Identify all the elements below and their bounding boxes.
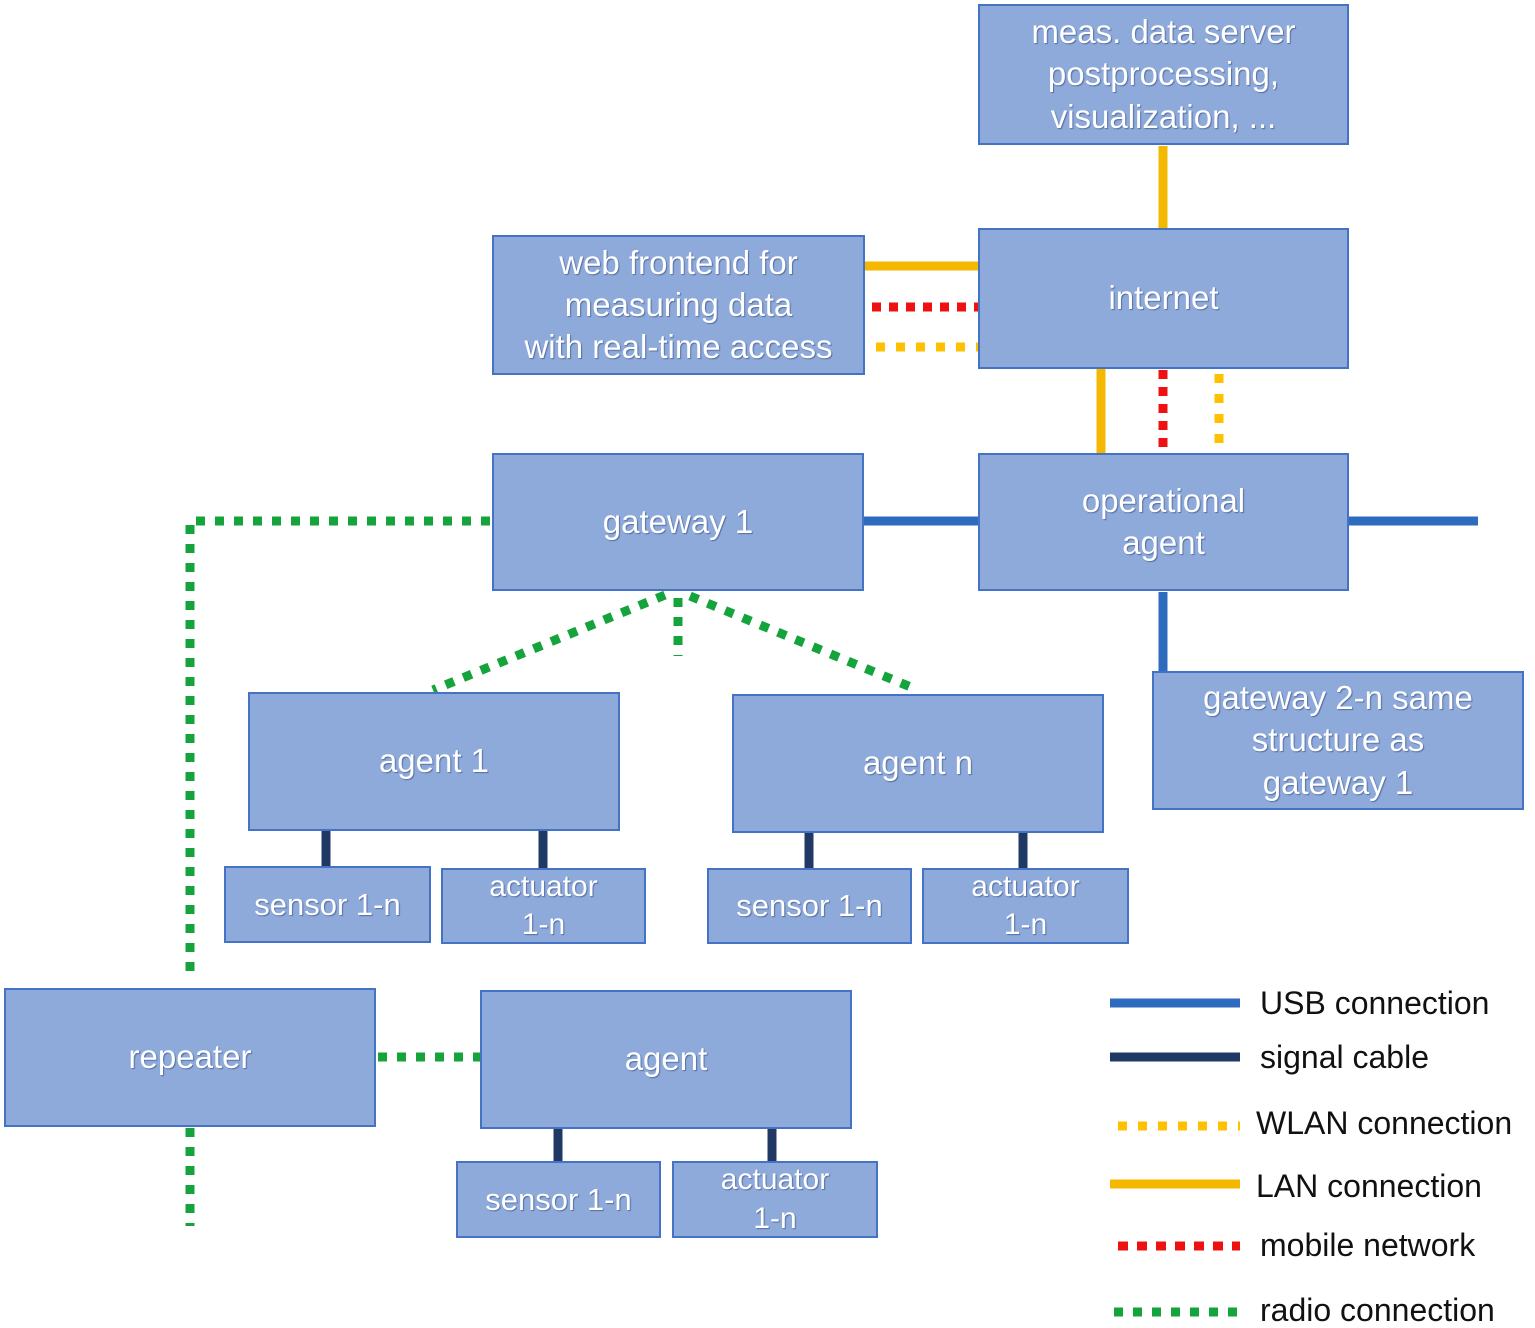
sensor-agent-box: sensor 1-n <box>456 1161 661 1238</box>
gateway-1-label: gateway 1 <box>602 502 754 540</box>
agent-box: agent <box>480 990 852 1129</box>
legend-label-wlan: WLAN connection <box>1256 1105 1513 1141</box>
legend-label-signal: signal cable <box>1260 1039 1429 1075</box>
sensor-agent-1-label: sensor 1-n <box>254 886 401 922</box>
legend-label-mobile: mobile network <box>1260 1227 1476 1263</box>
actuator-agent-box: actuator 1-n <box>672 1161 878 1238</box>
legend-swatches <box>1110 998 1240 1317</box>
radio-gateway1-repeater <box>185 516 490 980</box>
actuator-agent-n-line-1: actuator <box>971 869 1080 903</box>
legend-label-lan: LAN connection <box>1256 1168 1482 1204</box>
radio-gateway1-agent1 <box>431 590 667 695</box>
meas-server-line-1: meas. data server <box>1031 13 1296 51</box>
web-frontend-box: web frontend for measuring data with rea… <box>492 235 865 375</box>
agent-n-label: agent n <box>862 744 974 782</box>
actuator-agent-n-box: actuator 1-n <box>922 868 1129 944</box>
meas-data-server-box: meas. data server postprocessing, visual… <box>978 4 1349 145</box>
radio-gateway1-agentn <box>688 591 920 695</box>
sensor-agent-n-label: sensor 1-n <box>736 888 883 924</box>
web-frontend-line-3: with real-time access <box>524 328 833 366</box>
web-frontend-line-2: measuring data <box>564 285 793 323</box>
operational-agent-line-1: operational <box>1081 481 1246 519</box>
legend-label-usb: USB connection <box>1260 985 1490 1021</box>
gateway-2n-line-3: gateway 1 <box>1262 763 1414 801</box>
sensor-agent-1-box: sensor 1-n <box>224 866 431 943</box>
repeater-box: repeater <box>4 988 376 1127</box>
actuator-agent-1-line-1: actuator <box>489 869 598 903</box>
actuator-agent-line-2: 1-n <box>753 1201 797 1235</box>
gateway-2n-line-1: gateway 2-n same <box>1203 679 1473 717</box>
internet-box: internet <box>978 228 1349 369</box>
actuator-agent-n-line-2: 1-n <box>1003 908 1048 941</box>
sensor-agent-label: sensor 1-n <box>485 1181 632 1217</box>
actuator-agent-1-box: actuator 1-n <box>441 868 646 944</box>
operational-agent-line-2: agent <box>1122 524 1205 561</box>
sensor-agent-n-box: sensor 1-n <box>707 868 912 944</box>
agent-label: agent <box>624 1040 708 1078</box>
actuator-agent-line-1: actuator <box>720 1163 830 1197</box>
meas-server-line-3: visualization, ... <box>1050 97 1277 135</box>
agent-1-label: agent 1 <box>378 742 490 780</box>
web-frontend-line-1: web frontend for <box>559 243 798 281</box>
operational-agent-box: operational agent <box>978 453 1349 591</box>
legend-label-radio: radio connection <box>1260 1292 1495 1328</box>
gateway-1-box: gateway 1 <box>492 453 864 591</box>
gateway-2n-box: gateway 2-n same structure as gateway 1 <box>1152 671 1524 810</box>
internet-label: internet <box>1108 279 1219 317</box>
meas-server-line-2: postprocessing, <box>1047 55 1280 93</box>
repeater-label: repeater <box>128 1038 252 1076</box>
agent-n-box: agent n <box>732 694 1104 833</box>
actuator-agent-1-line-2: 1-n <box>521 908 566 941</box>
agent-1-box: agent 1 <box>248 692 620 831</box>
gateway-2n-line-2: structure as <box>1251 721 1425 759</box>
